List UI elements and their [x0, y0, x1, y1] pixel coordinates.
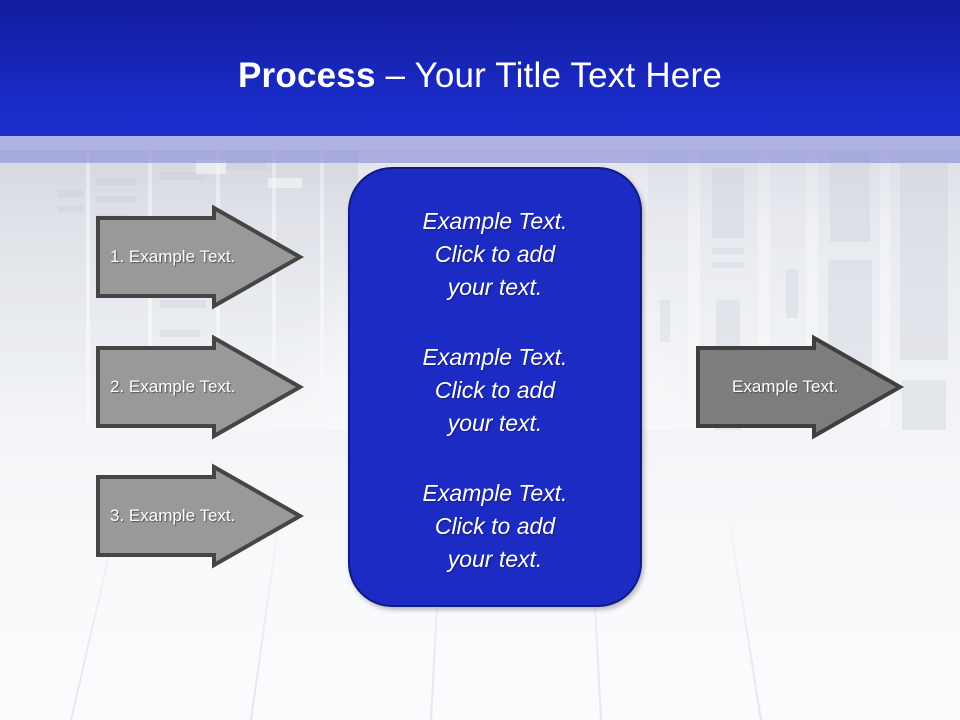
process-output-arrow-label: Example Text. — [732, 377, 839, 396]
header-band — [0, 0, 960, 136]
page-title-rest: – Your Title Text Here — [375, 56, 722, 95]
page-title-bold: Process — [238, 56, 376, 95]
panel-text-block-1: Example Text. Click to add your text. — [422, 208, 568, 300]
process-step-arrow-3-label: 3. Example Text. — [110, 506, 236, 525]
header-sub-band — [0, 136, 960, 163]
process-step-arrow-1-label: 1. Example Text. — [110, 247, 236, 266]
page-title: Process – Your Title Text Here — [0, 0, 960, 136]
panel-text-block-3: Example Text. Click to add your text. — [422, 480, 568, 572]
process-step-arrow-3[interactable]: 3. Example Text. — [96, 463, 305, 569]
process-step-arrow-2[interactable]: 2. Example Text. — [96, 334, 305, 440]
arrow-right-icon — [96, 204, 305, 310]
panel-text-block-2: Example Text. Click to add your text. — [422, 344, 568, 436]
arrow-right-icon — [96, 334, 305, 440]
center-content-panel[interactable]: Example Text. Click to add your text. Ex… — [348, 167, 642, 607]
process-step-arrow-2-label: 2. Example Text. — [110, 377, 236, 396]
arrow-right-icon — [696, 334, 905, 440]
arrow-right-icon — [96, 463, 305, 569]
process-output-arrow[interactable]: Example Text. — [696, 334, 905, 440]
process-step-arrow-1[interactable]: 1. Example Text. — [96, 204, 305, 310]
